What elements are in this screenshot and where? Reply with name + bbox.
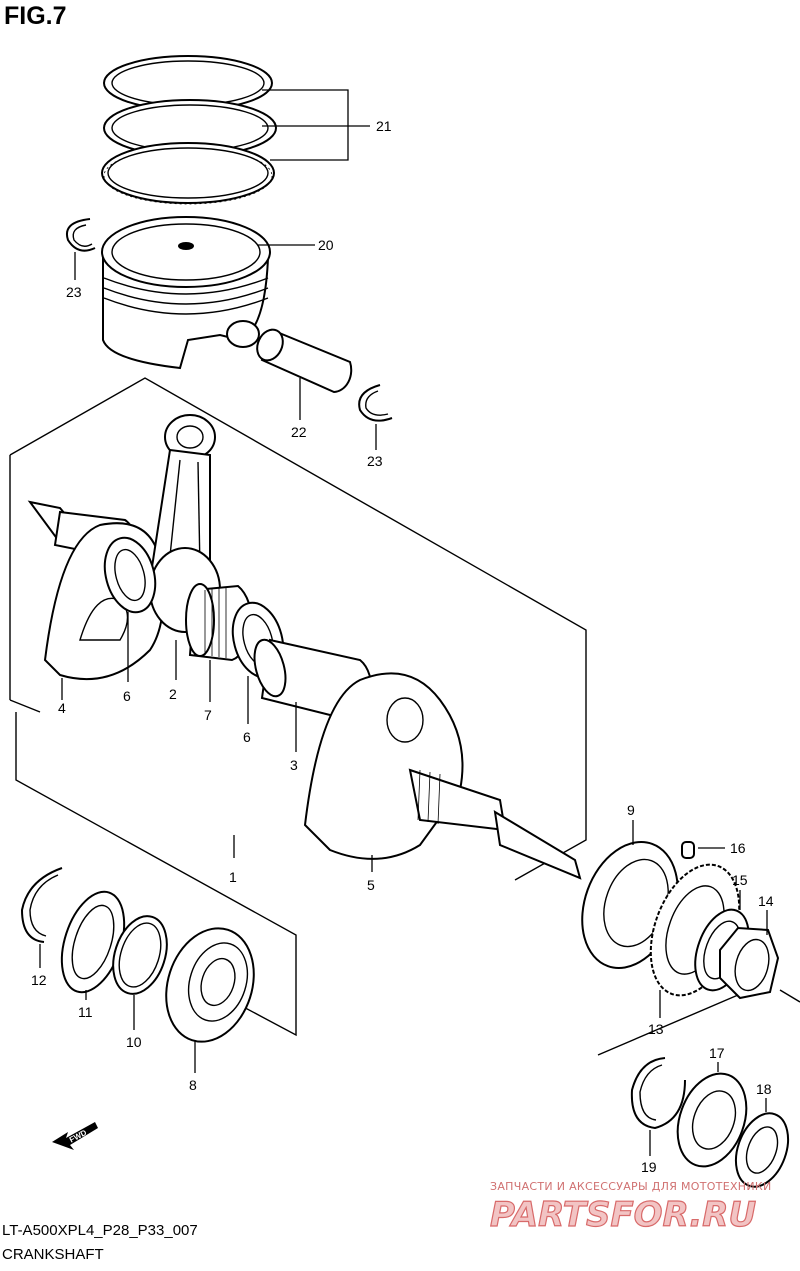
circlip-23-right[interactable] [358, 384, 393, 422]
spacer-10[interactable] [104, 909, 176, 1001]
key-16[interactable] [681, 841, 695, 859]
callout-5: 5 [367, 877, 375, 893]
callout-12: 12 [31, 972, 47, 988]
callout-20: 20 [318, 237, 334, 253]
callout-3: 3 [290, 757, 298, 773]
callout-15: 15 [732, 872, 748, 888]
bearing-8[interactable] [152, 917, 268, 1053]
callout-2: 2 [169, 686, 177, 702]
callout-23-left: 23 [66, 284, 82, 300]
nut-14[interactable] [719, 926, 780, 1000]
callout-19: 19 [641, 1159, 657, 1175]
circlip-19[interactable] [630, 1057, 686, 1130]
callout-7: 7 [204, 707, 212, 723]
thrust-washer-left[interactable] [97, 532, 163, 618]
watermark-brand: PARTSFOR.RU [490, 1195, 756, 1235]
callout-6-right: 6 [243, 729, 251, 745]
bearing-17[interactable] [666, 1064, 759, 1176]
figure-title: FIG.7 [4, 2, 67, 30]
callout-23-right: 23 [367, 453, 383, 469]
callout-11: 11 [78, 1004, 93, 1020]
diagram-code: LT-A500XPL4_P28_P33_007 [2, 1222, 198, 1239]
oil-seal-18[interactable] [726, 1106, 797, 1194]
connecting-rod[interactable] [148, 414, 221, 633]
callout-9: 9 [627, 802, 635, 818]
callout-16: 16 [730, 840, 746, 856]
piston-rings[interactable] [101, 55, 277, 205]
fwd-arrow-icon: FWD [52, 1122, 98, 1150]
piston-pin[interactable] [252, 325, 353, 394]
callout-22: 22 [291, 424, 307, 440]
callout-13: 13 [648, 1021, 664, 1037]
circlip-12[interactable] [20, 867, 63, 943]
section-name: CRANKSHAFT [2, 1246, 104, 1263]
callout-6-left: 6 [123, 688, 131, 704]
crankshaft-right-half[interactable] [303, 672, 582, 880]
piston[interactable] [101, 216, 271, 370]
callout-10: 10 [126, 1034, 142, 1050]
callout-1: 1 [229, 869, 237, 885]
callout-4: 4 [58, 700, 66, 716]
callout-21: 21 [376, 118, 392, 134]
watermark-tagline: ЗАПЧАСТИ И АКСЕССУАРЫ ДЛЯ МОТОТЕХНИКИ [490, 1180, 772, 1193]
callout-14: 14 [758, 893, 774, 909]
callout-18: 18 [756, 1081, 772, 1097]
callout-8: 8 [189, 1077, 197, 1093]
callout-17: 17 [709, 1045, 725, 1061]
circlip-23-left[interactable] [66, 218, 96, 252]
